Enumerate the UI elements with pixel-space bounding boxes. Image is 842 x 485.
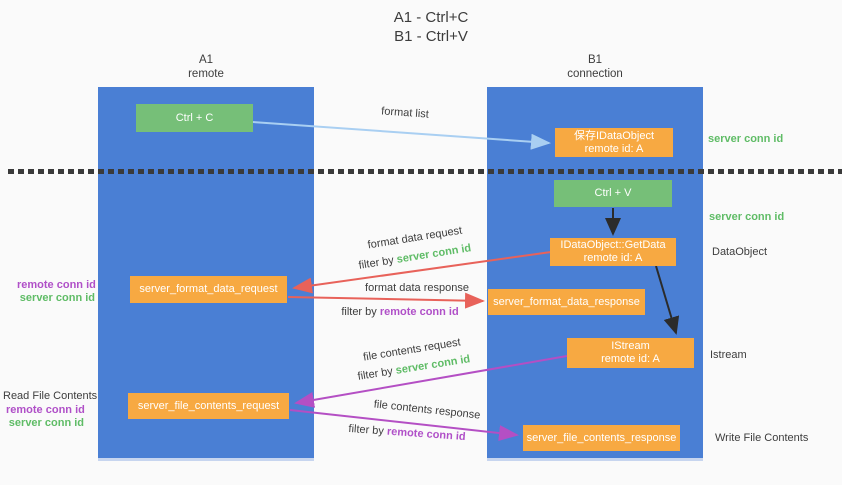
node-server-file-contents-response-label: server_file_contents_response <box>526 431 677 444</box>
node-save-idataobject: 保存IDataObject remote id: A <box>555 128 673 157</box>
arrow-getdata-to-istream <box>655 265 680 335</box>
node-server-file-contents-request: server_file_contents_request <box>128 393 289 419</box>
server-conn-id-text: server conn id <box>19 292 95 304</box>
left-column-role: remote <box>188 67 224 80</box>
node-ctrl-v: Ctrl + V <box>554 180 672 207</box>
node-istream: IStream remote id: A <box>567 338 694 368</box>
node-getdata: IDataObject::GetData remote id: A <box>550 238 676 266</box>
arrow-file-contents-request <box>294 355 568 408</box>
remote-conn-id-text: remote conn id <box>17 279 96 291</box>
node-istream-line2: remote id: A <box>601 353 660 365</box>
left-column-name: A1 <box>198 54 214 66</box>
node-server-file-contents-request-label: server_file_contents_request <box>137 399 280 412</box>
label-filter-by-remote-conn-id-1: filter by remote conn id <box>340 306 460 319</box>
side-label-istream: Istream <box>710 349 747 361</box>
node-getdata-line2: remote id: A <box>583 252 643 264</box>
side-label-read-file-contents: Read File Contents <box>3 390 98 402</box>
label-format-data-response: format data response <box>365 282 469 294</box>
node-ctrl-c: Ctrl + C <box>136 104 253 132</box>
node-ctrl-v-label: Ctrl + V <box>594 187 632 199</box>
side-label-conn-ids-lower: remote conn id server conn id <box>6 404 85 430</box>
diagram-title: A1 - Ctrl+C B1 - Ctrl+V <box>321 8 541 46</box>
side-label-conn-ids-upper: remote conn id server conn id <box>17 279 96 305</box>
node-istream-line1: IStream <box>611 340 650 352</box>
dotted-separator-line <box>8 169 842 174</box>
arrow-format-data-request <box>292 251 552 294</box>
remote-conn-id-text: remote conn id <box>379 306 459 318</box>
node-ctrl-c-label: Ctrl + C <box>175 111 214 124</box>
title-line-2: B1 - Ctrl+V <box>394 28 468 45</box>
node-save-idataobject-line1: 保存IDataObject <box>573 129 655 142</box>
node-server-format-data-response: server_format_data_response <box>488 289 645 315</box>
arrow-file-contents-response <box>289 409 519 441</box>
side-label-write-file-contents: Write File Contents <box>715 432 809 444</box>
node-server-file-contents-response: server_file_contents_response <box>523 425 680 451</box>
title-line-1: A1 - Ctrl+C <box>393 9 469 26</box>
arrow-format-list <box>252 121 551 150</box>
node-getdata-line1: IDataObject::GetData <box>560 239 666 251</box>
left-column-header: A1 remote <box>98 54 314 81</box>
node-server-format-data-request: server_format_data_request <box>130 276 287 303</box>
right-column-role: connection <box>567 67 623 80</box>
node-server-format-data-response-label: server_format_data_response <box>493 295 640 308</box>
right-column-header: B1 connection <box>487 54 703 81</box>
side-label-server-conn-id-mid: server conn id <box>709 211 785 223</box>
server-conn-id-text: server conn id <box>8 417 84 429</box>
remote-conn-id-text: remote conn id <box>6 404 85 416</box>
filter-by-text: filter by <box>341 306 377 318</box>
side-label-dataobject: DataObject <box>712 246 768 258</box>
node-save-idataobject-line2: remote id: A <box>584 142 644 155</box>
node-server-format-data-request-label: server_format_data_request <box>139 283 278 295</box>
filter-by-text: filter by <box>348 422 385 438</box>
side-label-server-conn-id-top: server conn id <box>708 133 784 145</box>
arrow-format-data-response <box>287 292 485 309</box>
right-column-name: B1 <box>587 54 603 66</box>
